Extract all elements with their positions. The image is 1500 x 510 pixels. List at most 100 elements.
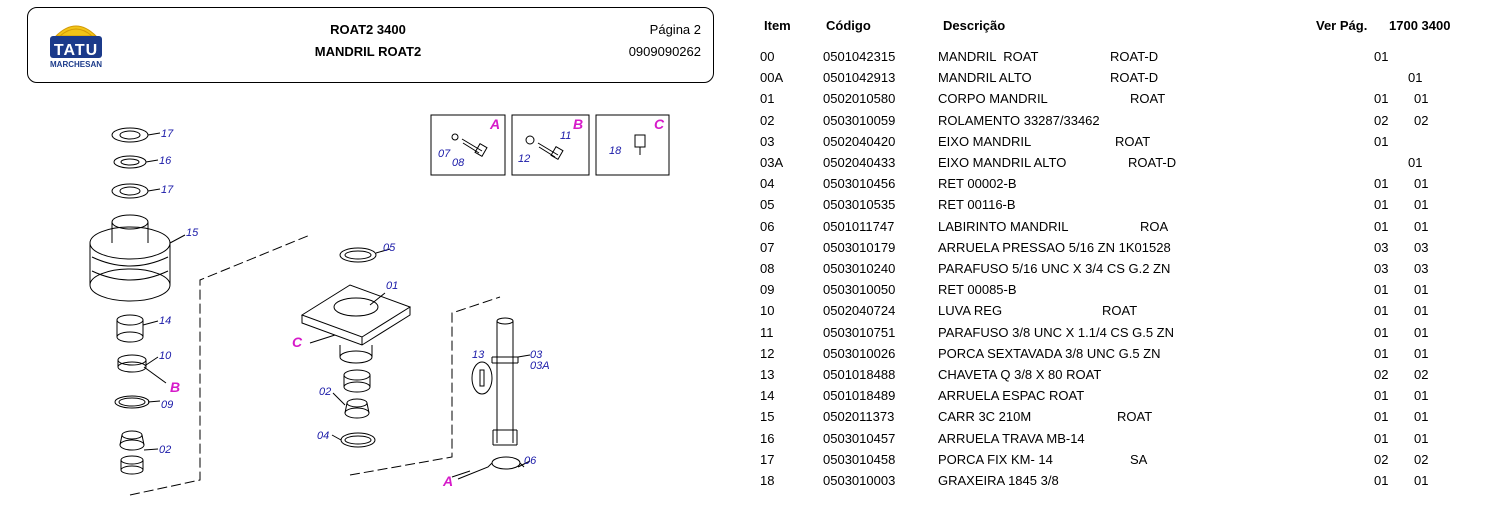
bearing-02-center — [346, 398, 368, 408]
col-header-descricao: Descrição — [943, 18, 1006, 33]
cell-item: 05 — [760, 197, 775, 213]
cell-codigo: 0501018488 — [823, 367, 896, 382]
cell-descricao: MANDRIL ROAT — [938, 49, 1039, 64]
callout-15: 15 — [186, 227, 199, 239]
cell-item: 06 — [760, 218, 775, 234]
cell-item: 14 — [760, 388, 775, 404]
cell-model: 01 — [1414, 430, 1429, 446]
cell-item: 00 — [760, 49, 775, 64]
cell-model: 01 — [1374, 49, 1389, 64]
col-header-verpag: Ver Pág. — [1316, 18, 1368, 33]
cell-descricao: PARAFUSO 5/16 UNC X 3/4 CS G.2 ZN — [938, 261, 1171, 276]
nut-12 — [525, 135, 535, 145]
cell-descricao-suffix: SA — [1130, 451, 1148, 467]
callout-03a: 03A — [530, 360, 550, 372]
header-subtitle: MANDRIL ROAT2 — [314, 44, 422, 59]
pulley-15 — [89, 226, 171, 260]
callout-a-box: A — [489, 116, 500, 132]
cell-model: 02 — [1414, 367, 1429, 382]
washer-14 — [116, 314, 144, 326]
cell-descricao: ARRUELA TRAVA MB-14 — [938, 430, 1085, 446]
cell-model: 03 — [1414, 239, 1429, 255]
cell-descricao-suffix: ROAT — [1102, 303, 1138, 319]
cell-codigo: 0503010456 — [823, 176, 896, 192]
detail-box-a — [430, 114, 506, 176]
cell-item: 02 — [760, 112, 775, 128]
cell-codigo: 0503010059 — [823, 112, 896, 128]
cell-model: 01 — [1414, 473, 1429, 488]
cell-model: 02 — [1414, 112, 1429, 128]
cell-item: 17 — [760, 451, 775, 467]
cell-codigo: 0503010003 — [823, 473, 896, 488]
cell-descricao: CORPO MANDRIL — [938, 91, 1048, 107]
cell-verpag: 01 — [1374, 324, 1389, 340]
callout-04: 04 — [317, 430, 329, 442]
cell-model: 01 — [1414, 218, 1429, 234]
header-title: ROAT2 3400 — [330, 22, 406, 37]
cell-codigo: 0502040420 — [823, 133, 896, 149]
retainer-04 — [340, 432, 376, 448]
callout-12: 12 — [518, 153, 530, 165]
callout-01: 01 — [386, 280, 398, 292]
grease-fitting-18 — [634, 134, 646, 155]
col-header-item: Item — [764, 18, 791, 33]
cell-descricao: PARAFUSO 3/8 UNC X 1.1/4 CS G.5 ZN — [938, 324, 1174, 340]
callout-13: 13 — [472, 349, 485, 361]
cell-descricao: PORCA FIX KM- 14 — [938, 451, 1053, 467]
cell-codigo: 0502011373 — [823, 409, 895, 425]
cell-verpag: 01 — [1374, 388, 1389, 404]
logo-brand: TATU — [53, 42, 99, 59]
cell-verpag: 01 — [1374, 473, 1389, 488]
callout-10: 10 — [159, 350, 172, 362]
cell-verpag: 01 — [1374, 345, 1389, 361]
document-code: 0909090262 — [628, 44, 701, 59]
callout-11: 11 — [560, 130, 571, 142]
callout-03: 03 — [530, 349, 543, 361]
cell-item: 08 — [760, 261, 775, 276]
cell-descricao: LABIRINTO MANDRIL — [938, 218, 1069, 234]
page-number: Página 2 — [649, 22, 701, 37]
callout-c-center: C — [292, 334, 303, 350]
cell-descricao: ARRUELA ESPAC ROAT — [938, 388, 1085, 404]
cell-item: 03A — [760, 155, 784, 170]
bearing-02-left — [121, 430, 143, 440]
cell-codigo: 0501011747 — [823, 218, 895, 234]
logo-brand-sub: MARCHESAN — [50, 60, 102, 69]
callout-17a: 17 — [161, 128, 174, 140]
tatu-logo: TATU MARCHESAN — [36, 16, 116, 72]
cell-verpag: 01 — [1374, 218, 1389, 234]
cell-verpag: 01 — [1374, 197, 1389, 213]
detail-box-b — [511, 114, 590, 176]
cell-item: 10 — [760, 303, 775, 319]
callout-b-left: B — [170, 379, 180, 395]
cell-verpag: 02 — [1374, 451, 1389, 467]
cell-codigo: 0501042315 — [823, 49, 896, 64]
cell-model: 01 — [1414, 197, 1429, 213]
document-header: TATU MARCHESAN ROAT2 3400 MANDRIL ROAT2 … — [27, 7, 714, 83]
callout-16: 16 — [159, 155, 172, 167]
cell-verpag: 03 — [1374, 261, 1389, 276]
key-detail-13 — [471, 361, 493, 395]
callout-09: 09 — [161, 399, 173, 411]
cell-verpag: 02 — [1374, 112, 1389, 128]
col-header-model: 1700 3400 — [1389, 18, 1451, 33]
nut-17-top — [111, 127, 149, 143]
cell-item: 07 — [760, 239, 775, 255]
callout-02-left: 02 — [159, 444, 171, 456]
cell-verpag: 01 — [1374, 91, 1389, 107]
cell-codigo: 0503010050 — [823, 282, 896, 298]
cell-codigo: 0503010240 — [823, 261, 896, 276]
labyrinth-06 — [491, 456, 521, 470]
